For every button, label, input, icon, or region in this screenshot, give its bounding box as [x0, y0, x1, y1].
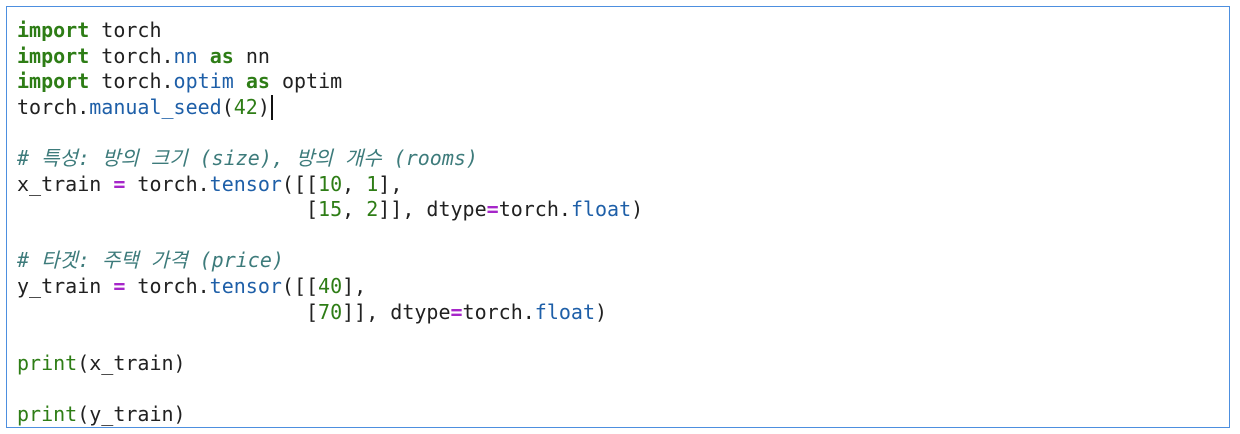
code-token: ],: [378, 171, 403, 196]
comment-token: # 타겟: 주택 가격 (price): [17, 248, 284, 273]
code-token: nn: [233, 43, 270, 68]
attribute-token: optim: [173, 69, 234, 94]
keyword-token: as: [209, 43, 234, 68]
code-line: import torch: [17, 18, 643, 44]
keyword-token: as: [245, 69, 270, 94]
attribute-token: float: [570, 197, 632, 222]
code-line: [15, 2]], dtype=torch.float): [17, 197, 643, 223]
code-token: ): [631, 197, 644, 222]
code-token: (x_train): [77, 350, 186, 375]
keyword-token: import: [17, 43, 90, 68]
code-token: ]], dtype: [342, 299, 451, 324]
number-token: 70: [318, 299, 343, 324]
operator-token: =: [113, 171, 126, 196]
number-token: 15: [318, 197, 343, 222]
code-token: [198, 44, 210, 68]
code-token: torch.: [125, 273, 210, 298]
code-line: y_train = torch.tensor([[40],: [17, 274, 643, 300]
code-token: x_train: [17, 171, 114, 196]
code-token: (: [221, 94, 234, 119]
attribute-token: float: [534, 299, 596, 324]
code-token: ,: [342, 197, 367, 222]
attribute-token: tensor: [209, 273, 282, 298]
code-line: import torch.nn as nn: [17, 44, 643, 70]
comment-token: # 특성: 방의 크기 (size), 방의 개수 (rooms): [17, 145, 478, 170]
code-token: torch.: [498, 197, 571, 222]
code-token: ]], dtype: [378, 197, 487, 222]
number-token: 2: [366, 197, 379, 222]
text-cursor: [270, 94, 273, 120]
number-token: 42: [233, 94, 258, 119]
code-token: torch.: [17, 94, 90, 119]
code-line: torch.manual_seed(42): [17, 94, 643, 121]
code-token: torch: [89, 18, 162, 42]
operator-token: =: [486, 197, 499, 222]
code-token: ],: [342, 273, 367, 298]
code-line: [17, 120, 643, 146]
attribute-token: nn: [173, 43, 198, 68]
code-line: [70]], dtype=torch.float): [17, 300, 643, 326]
code-token: [234, 69, 246, 93]
code-line: print(y_train): [17, 402, 643, 428]
code-token: ): [257, 94, 270, 119]
code-line: import torch.optim as optim: [17, 69, 643, 95]
code-token: (y_train): [77, 401, 186, 426]
number-token: 40: [318, 273, 343, 298]
function-token: print: [17, 350, 78, 375]
code-line: [17, 223, 643, 249]
code-token: ,: [342, 171, 367, 196]
operator-token: =: [450, 299, 463, 324]
code-token: ([[: [281, 171, 319, 196]
keyword-token: import: [17, 18, 90, 42]
attribute-token: manual_seed: [89, 94, 222, 119]
code-line: x_train = torch.tensor([[10, 1],: [17, 172, 643, 198]
code-line: [17, 325, 643, 351]
code-token: [: [17, 299, 319, 324]
code-token: torch.: [125, 171, 210, 196]
operator-token: =: [113, 273, 126, 298]
code-token: [: [17, 197, 319, 222]
code-token: y_train: [17, 273, 114, 298]
code-line: # 타겟: 주택 가격 (price): [17, 248, 643, 274]
function-token: print: [17, 401, 78, 426]
code-line: print(x_train): [17, 351, 643, 377]
code-line: # 특성: 방의 크기 (size), 방의 개수 (rooms): [17, 146, 643, 172]
attribute-token: tensor: [209, 171, 282, 196]
code-line: [17, 376, 643, 402]
number-token: 10: [318, 171, 343, 196]
keyword-token: import: [17, 69, 90, 94]
number-token: 1: [366, 171, 379, 196]
code-token: torch.: [462, 299, 535, 324]
code-token: torch.: [89, 43, 174, 68]
code-token: optim: [269, 69, 343, 94]
code-token: ): [595, 299, 608, 324]
code-token: torch.: [89, 69, 174, 94]
code-token: ([[: [281, 273, 319, 298]
